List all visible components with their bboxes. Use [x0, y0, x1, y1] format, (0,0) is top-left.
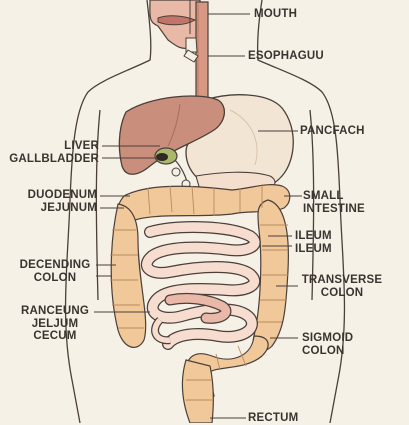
label-pancreas: PANCFACH — [300, 125, 365, 137]
liver — [118, 95, 225, 175]
label-transverse-colon: TRANSVERSE COLON — [301, 274, 383, 299]
label-mouth: MOUTH — [254, 8, 298, 20]
label-liver-gallbladder: LIVER GALLBLADDER — [9, 140, 99, 165]
label-ranceung-jeljum-cecum: RANCEUNG JELJUM CECUM — [20, 305, 90, 342]
ileum-loop — [151, 317, 171, 345]
label-ileum: ILEUM ILEUM — [295, 230, 332, 255]
gallbladder — [154, 147, 191, 189]
label-sigmoid-colon: SIGMOID COLON — [302, 332, 354, 357]
label-rectum: RECTUM — [248, 412, 299, 424]
leader-lines — [94, 13, 302, 419]
large-intestine — [110, 184, 291, 423]
body-outline — [64, 0, 346, 423]
label-duodenum-jejunum: DUODENUM JEJUNUM — [27, 189, 97, 214]
label-descending-colon: DECENDING COLON — [19, 259, 91, 284]
label-small-intestine: SMALL INTESTINE — [303, 190, 365, 215]
trachea — [183, 37, 199, 63]
label-esophagus: ESOPHAGUU — [248, 50, 324, 62]
small-intestine — [140, 221, 261, 350]
